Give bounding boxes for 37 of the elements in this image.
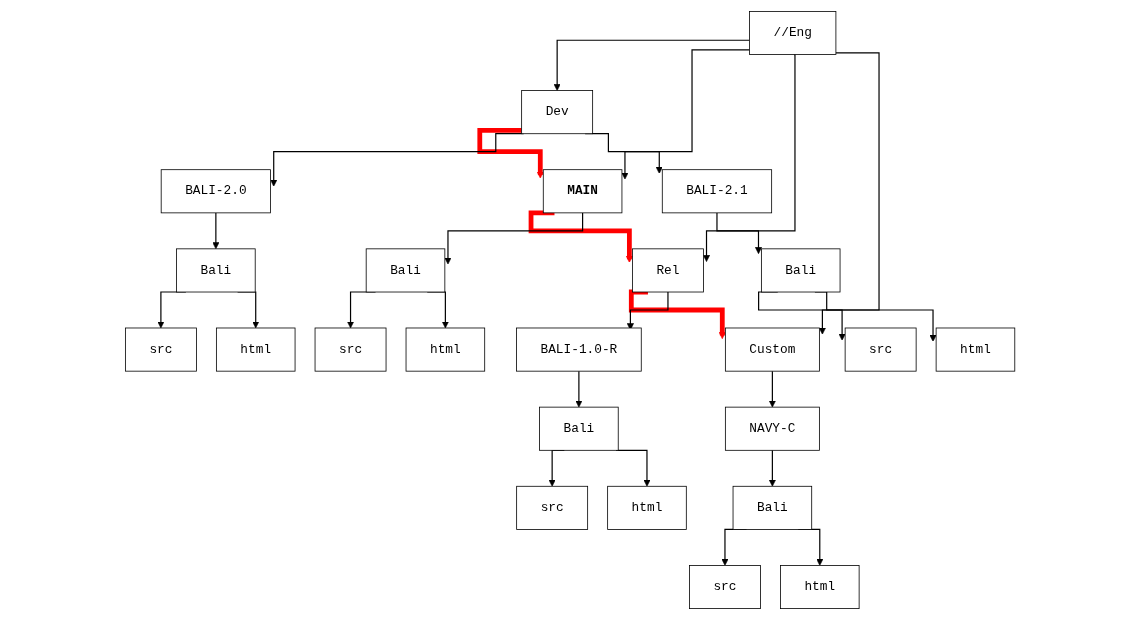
node-box: MAIN <box>543 169 623 214</box>
arrow <box>769 370 777 408</box>
arrow <box>629 289 727 340</box>
node-box: html <box>607 485 688 530</box>
arrow <box>444 212 584 265</box>
node-box: html <box>216 327 296 372</box>
arrow <box>819 52 881 335</box>
node-box: Bali <box>539 406 620 451</box>
arrow <box>716 212 763 254</box>
node-box: html <box>406 327 486 372</box>
node-box: Bali <box>761 248 841 293</box>
arrow <box>477 127 545 179</box>
node-box: Custom <box>725 327 821 372</box>
node-box: BALI-2.0 <box>161 169 272 214</box>
node-box: NAVY-C <box>725 406 821 451</box>
node-box: src <box>516 485 589 530</box>
arrow <box>554 39 751 91</box>
node-box: src <box>315 327 387 372</box>
node-box: Bali <box>176 248 256 293</box>
node-box: //Eng <box>749 11 837 55</box>
node-box: Dev <box>521 90 594 135</box>
node-box: Rel <box>632 248 705 293</box>
node-box: html <box>936 327 1016 372</box>
node-box: BALI-2.1 <box>662 169 773 214</box>
node-box: Bali <box>366 248 446 293</box>
arrow <box>575 370 583 408</box>
node-box: Bali <box>733 485 813 530</box>
node-box: src <box>125 327 198 372</box>
arrow <box>769 449 777 487</box>
node-box: BALI-1.0-R <box>516 327 643 372</box>
arrow <box>703 53 796 262</box>
arrow <box>212 212 220 250</box>
arrow <box>621 49 751 180</box>
arrow <box>529 210 634 263</box>
node-box: src <box>845 327 917 372</box>
node-box: src <box>689 565 762 609</box>
node-box: html <box>780 565 860 609</box>
